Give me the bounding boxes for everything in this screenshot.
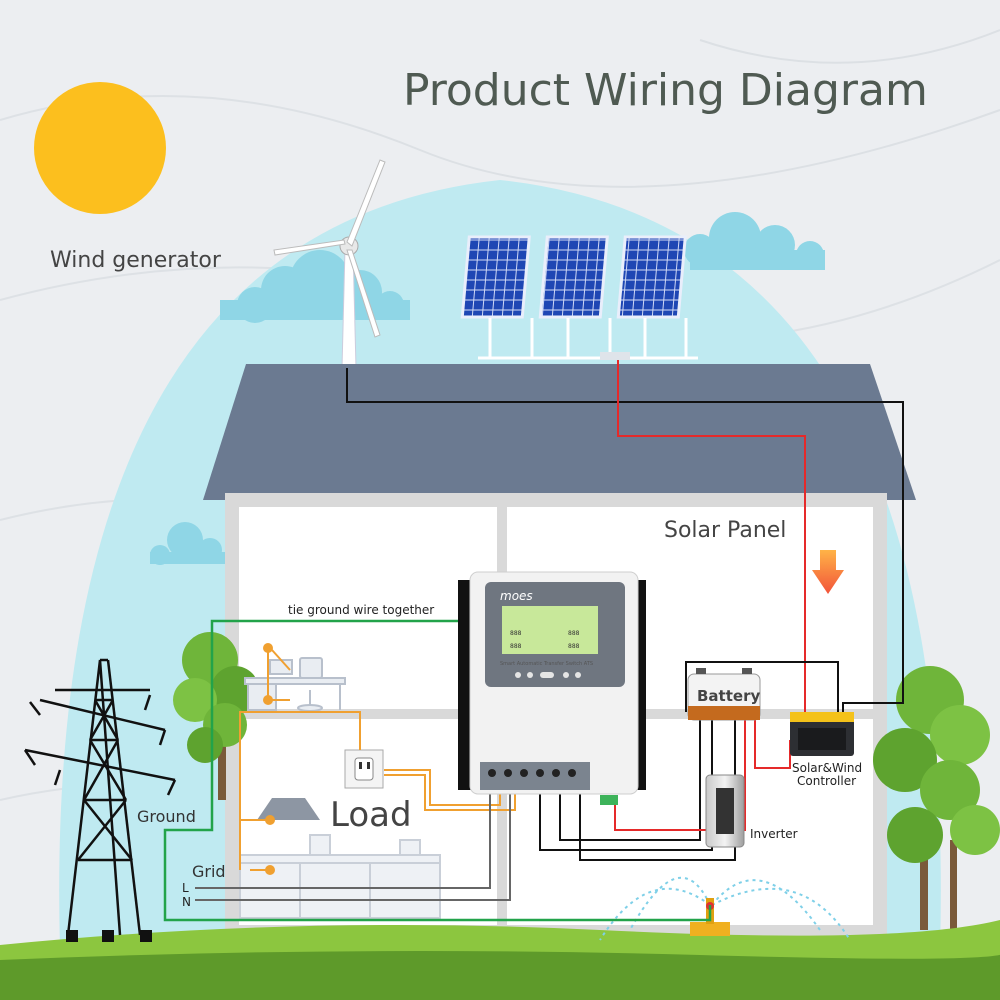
office-desk-icon — [244, 657, 346, 712]
controller-label-line1: Solar&Wind — [792, 761, 862, 775]
device-terminals — [488, 769, 576, 777]
device-brand: moes — [500, 589, 533, 603]
power-tower-icon — [23, 658, 177, 936]
junction-box — [600, 352, 630, 360]
sun-icon — [34, 82, 166, 214]
solar-panel-2 — [538, 235, 609, 319]
wire-ground — [163, 619, 712, 922]
controller-icon — [790, 712, 854, 756]
kitchen-counter-icon — [239, 834, 441, 919]
wind-generator-label: Wind generator — [50, 248, 222, 273]
ground-soil — [0, 948, 1000, 1000]
device-subtitle: Smart Automatic Transfer Switch ATS — [500, 661, 593, 667]
inverter-icon — [705, 774, 745, 848]
device-lcd-screen — [502, 606, 598, 654]
wall-socket-icon — [344, 749, 384, 789]
lcd-value-1: 888 — [510, 630, 522, 637]
lcd-value-2: 888 — [568, 630, 580, 637]
solar-panel-stand — [478, 318, 698, 360]
wind-turbine-icon — [273, 159, 386, 369]
tie-ground-label: tie ground wire together — [288, 603, 434, 617]
grid-l-label: L — [182, 881, 189, 895]
wire-grid — [195, 790, 511, 901]
solar-panel-array — [460, 235, 698, 360]
solar-panel-1 — [460, 235, 531, 319]
inverter-label: Inverter — [750, 827, 798, 841]
battery-label: Battery — [697, 687, 760, 705]
power-tower-feet — [66, 930, 152, 942]
ground-label: Ground — [137, 807, 196, 826]
cloud-small — [150, 522, 225, 565]
house-roof — [203, 364, 916, 500]
grid-n-label: N — [182, 895, 191, 909]
solar-panel-3 — [616, 235, 687, 319]
device-buttons — [515, 672, 581, 678]
cloud-left — [220, 250, 410, 323]
grid-label: Grid — [192, 862, 226, 881]
solar-panel-label: Solar Panel — [664, 518, 786, 543]
page-title: Product Wiring Diagram — [403, 65, 928, 116]
ats-device: moes 888 888 888 888 Smart Automatic Tra… — [458, 571, 646, 805]
battery-icon: Battery — [687, 668, 761, 721]
wire-solar-to-controller — [617, 360, 806, 712]
controller-label-line2: Controller — [797, 774, 856, 788]
wire-junction-dots — [263, 643, 275, 875]
cloud-right — [684, 212, 825, 270]
lamp-icon — [257, 798, 320, 820]
tree-right — [873, 666, 1000, 930]
wire-wind-to-controller — [346, 368, 904, 713]
down-arrow-icon — [812, 550, 844, 594]
lcd-value-4: 888 — [568, 643, 580, 650]
load-label: Load — [330, 795, 412, 835]
lcd-value-3: 888 — [510, 643, 522, 650]
